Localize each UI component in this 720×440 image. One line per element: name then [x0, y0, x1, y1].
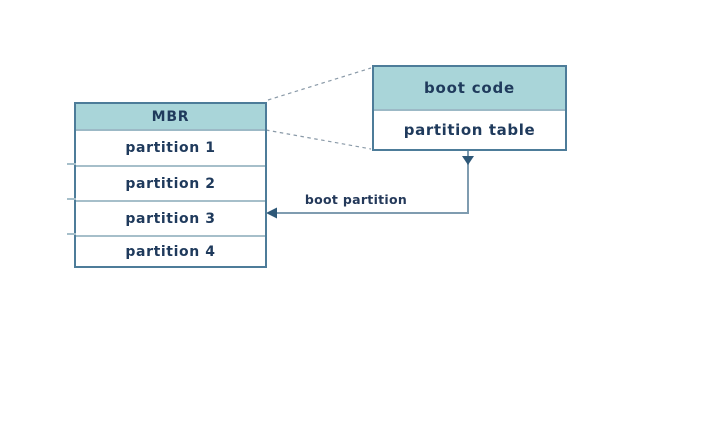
table-row-partition-1: partition 1: [76, 131, 265, 165]
partition-2-label: partition 2: [125, 175, 216, 192]
boot-code-box: boot code partition table: [372, 65, 567, 151]
down-arrowhead: [462, 156, 474, 165]
mbr-header-cell: MBR: [76, 104, 265, 131]
dashed-connector-lower: [265, 129, 372, 150]
row-separator-overhang: [67, 233, 76, 235]
boot-code-label: boot code: [423, 79, 516, 97]
boot-partition-connector: [272, 151, 469, 214]
partition-3-label: partition 3: [125, 210, 216, 227]
mbr-table: MBR partition 1 partition 2 partition 3 …: [74, 102, 267, 268]
partition-1-label: partition 1: [125, 140, 216, 156]
left-arrowhead: [266, 207, 277, 219]
boot-code-header-cell: boot code: [374, 67, 565, 111]
table-row-partition-2: partition 2: [76, 165, 265, 200]
row-separator-overhang: [67, 198, 76, 200]
dashed-connector-upper: [267, 67, 372, 101]
partition-4-label: partition 4: [125, 243, 216, 260]
boot-partition-arrow-label: boot partition: [299, 192, 413, 207]
partition-table-label: partition table: [403, 121, 536, 139]
table-row-partition-3: partition 3: [76, 200, 265, 235]
boot-partition-label-text: boot partition: [304, 192, 408, 207]
mbr-header-label: MBR: [151, 108, 190, 125]
row-separator-overhang: [67, 163, 76, 165]
table-row-partition-4: partition 4: [76, 235, 265, 266]
table-row-partition-table: partition table: [374, 111, 565, 149]
